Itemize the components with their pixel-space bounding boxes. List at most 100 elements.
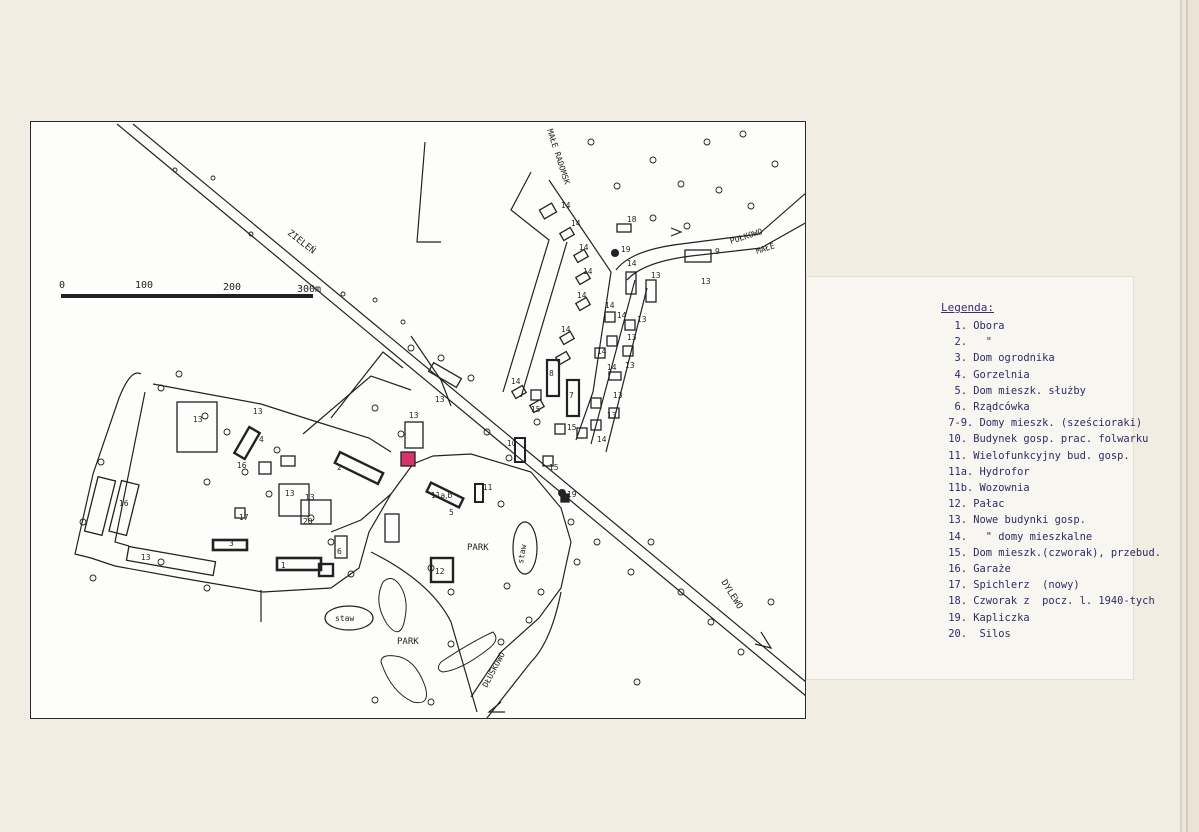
- pond-1: [324, 605, 374, 631]
- road-zielen-dylewo-edge1: [116, 123, 805, 696]
- bn-14g: 14: [511, 377, 521, 386]
- bn-13b: 13: [701, 277, 711, 286]
- legend-item: 20. Silos: [942, 627, 1011, 640]
- legend-item: 1. Obora: [942, 320, 1005, 332]
- area-label-park-1: PARK: [467, 543, 489, 553]
- legend-item: 10. Budynek gosp. prac. folwarku: [942, 433, 1149, 446]
- road-dluskowo: [486, 591, 562, 718]
- bn-9: 9: [715, 247, 720, 256]
- bn-2: 2: [337, 463, 342, 472]
- bn-11ab: 11a,b: [431, 491, 453, 500]
- legend-item: 19. Kapliczka: [942, 611, 1030, 624]
- bn-13l: 13: [285, 489, 295, 498]
- road-pulkowo-south: [626, 222, 805, 281]
- bn-14h: 14: [627, 259, 637, 268]
- legend-item: 13. Nowe budynki gosp.: [942, 514, 1086, 527]
- bn-14c: 14: [579, 243, 589, 252]
- bn-14a: 14: [561, 201, 571, 210]
- legend-title: Legenda:: [941, 301, 994, 314]
- chapel-north: [611, 249, 619, 257]
- bn-14k: 14: [597, 347, 607, 356]
- bn-13a: 13: [651, 271, 661, 280]
- bn-10: 10: [507, 439, 517, 448]
- chapel-south: [558, 489, 566, 497]
- bn-19b: 19: [567, 490, 577, 499]
- legend-item: 15. Dom mieszk.(czworak), przebud.: [942, 546, 1161, 559]
- scale-tick-100: 100: [135, 280, 153, 291]
- bn-13e: 13: [625, 361, 635, 370]
- building-highlight: [400, 451, 416, 467]
- road-label-dylewo: DYLEWO: [718, 578, 744, 611]
- legend-list: 1. Obora 2. " 3. Dom ogrodnika 4. Gorzel…: [942, 318, 1161, 642]
- bn-13g: 13: [607, 411, 617, 420]
- legend-item: 12. Pałac: [942, 498, 1005, 511]
- legend-item: 16. Garaże: [942, 563, 1011, 576]
- tree-groves: [378, 578, 497, 704]
- legend-item: 5. Dom mieszk. służby: [942, 384, 1086, 397]
- area-label-park-2: PARK: [397, 637, 419, 647]
- scale-tick-300m: 300m: [297, 284, 321, 295]
- lane-north: [330, 351, 404, 419]
- legend-item: 17. Spichlerz (nowy): [942, 579, 1080, 592]
- legend-item: 2. ": [942, 336, 993, 349]
- bn-20: 20: [303, 517, 313, 526]
- bn-7: 7: [569, 391, 574, 400]
- tree-grove-2: [380, 655, 427, 704]
- road-label-zielen: ZIELEŃ: [285, 227, 318, 256]
- bn-17: 17: [239, 513, 249, 522]
- bn-14b: 14: [571, 219, 581, 228]
- park-path: [370, 551, 478, 713]
- bn-13m: 13: [305, 493, 315, 502]
- estate-inner-west: [114, 391, 146, 547]
- bn-13c: 13: [637, 315, 647, 324]
- bn-13h: 13: [409, 411, 419, 420]
- legend-item: 11. Wielofunkcyjny bud. gosp.: [942, 449, 1130, 462]
- scale-bar-line: [61, 294, 313, 298]
- buildings: [83, 202, 712, 584]
- road-label-male-radomsk: MAŁE RADOMSK: [545, 128, 571, 186]
- road-zielen-dylewo-edge2: [132, 123, 805, 682]
- bn-4: 4: [259, 435, 264, 444]
- bn-3: 3: [229, 539, 234, 548]
- road-radomsk-mid: [520, 241, 568, 398]
- legend-item: 11a. Hydrofor: [942, 465, 1030, 478]
- estate-map: 0 100 200 300m ZIELEŃ MAŁE RADOMSK PUŁKO…: [59, 123, 805, 718]
- bn-15c: 15: [549, 463, 559, 472]
- bn-14d: 14: [583, 267, 593, 276]
- building-numbers: 14 14 14 14 14 14 14 14 14 14 14 14 14 1…: [119, 201, 720, 576]
- bn-1: 1: [281, 561, 286, 570]
- road-label-pulkowo-male: MAŁE: [755, 241, 776, 256]
- legend-item: 11b. Wozownia: [942, 482, 1030, 495]
- lane-center: [410, 335, 452, 407]
- bn-12: 12: [435, 567, 445, 576]
- area-label-staw-2: staw: [516, 544, 528, 565]
- arrow-dylewo: [754, 631, 773, 649]
- bn-14l: 14: [607, 363, 617, 372]
- bn-15a: 15: [531, 405, 541, 414]
- lane-park: [330, 493, 392, 533]
- bn-16b: 16: [119, 499, 129, 508]
- bn-13i: 13: [435, 395, 445, 404]
- area-label-staw-1: staw: [335, 614, 354, 623]
- bn-13k: 13: [253, 407, 263, 416]
- legend-item: 14. " domy mieszkalne: [942, 530, 1093, 543]
- bn-13n: 13: [141, 553, 151, 562]
- estate-boundary-north: [152, 383, 392, 453]
- road-radomsk-east: [548, 179, 612, 441]
- road-pulkowo-north: [615, 192, 805, 271]
- bn-18: 18: [627, 215, 637, 224]
- arrow-dluskowo: [487, 701, 505, 713]
- bn-13f: 13: [613, 391, 623, 400]
- legend-card: Legenda: 1. Obora 2. " 3. Dom ogrodnika …: [806, 276, 1161, 680]
- legend-item: 18. Czworak z pocz. l. 1940-tych: [942, 595, 1155, 608]
- road-radomsk-west: [502, 171, 550, 393]
- map-card: 0 100 200 300m ZIELEŃ MAŁE RADOMSK PUŁKO…: [30, 121, 806, 719]
- road-village-east2: [605, 287, 648, 453]
- trees: [79, 130, 779, 706]
- scale-bar: 0 100 200 300m: [59, 280, 321, 298]
- legend-item: 3. Dom ogrodnika: [942, 352, 1055, 365]
- arrow-pulkowo: [670, 227, 683, 237]
- north-arrow: [416, 141, 441, 243]
- pond-2: [512, 521, 538, 575]
